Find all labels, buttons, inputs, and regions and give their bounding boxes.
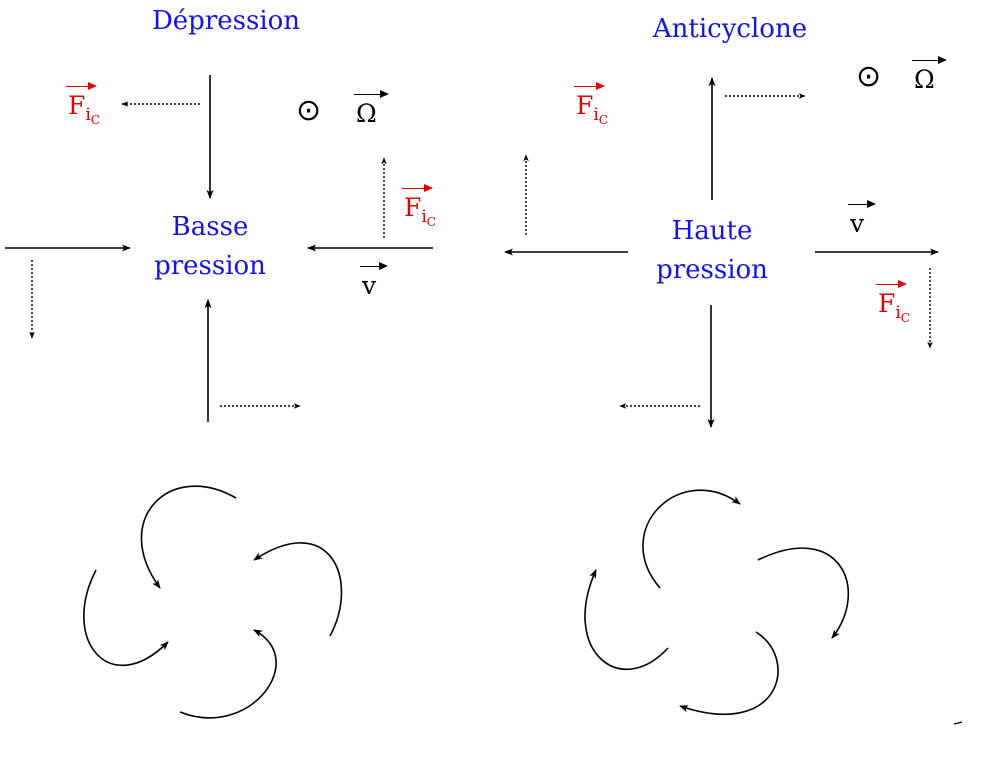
left-swirl-arc-left <box>83 569 169 666</box>
right-force-sub-top: iC <box>593 105 608 127</box>
left-force-sub-top: iC <box>85 105 100 127</box>
left-title: Dépression <box>151 6 301 36</box>
left-force-symbol-top: F <box>65 82 98 120</box>
left-swirl-arc-right <box>253 542 343 637</box>
left-velocity-label: v <box>359 262 389 300</box>
left-omega-symbol: Ω <box>354 90 389 128</box>
left-velocity-symbol: v <box>359 262 389 300</box>
right-omega-label: Ω <box>912 56 947 94</box>
left-force-arrows <box>29 101 387 409</box>
right-swirl-arc-bottom <box>679 631 779 715</box>
right-force-arrows <box>523 93 933 409</box>
right-swirl-arc-left <box>584 569 669 670</box>
right-center-line2: pression <box>656 255 768 285</box>
left-odot-icon: ⊙ <box>296 93 322 128</box>
right-force-symbol-right: F <box>875 280 908 318</box>
right-velocity-symbol: v <box>847 200 877 238</box>
left-velocity-arrows <box>5 75 433 422</box>
right-title: Anticyclone <box>652 14 808 44</box>
right-force-label-top: FiC <box>573 82 608 134</box>
right-odot-icon: ⊙ <box>856 59 882 94</box>
right-swirl-arc-top <box>642 489 741 589</box>
left-force-sub-right: iC <box>421 207 436 229</box>
right-velocity-arrows <box>504 77 939 428</box>
left-force-label-top: FiC <box>65 82 100 134</box>
left-center-line1: Basse <box>171 212 249 242</box>
right-center-line1: Haute <box>671 216 753 246</box>
right-force-sub-right: iC <box>895 303 910 325</box>
left-center-line2: pression <box>154 251 266 281</box>
right-force-symbol-top: F <box>573 82 606 120</box>
right-swirl <box>584 489 849 715</box>
left-force-label-right: FiC <box>401 184 436 236</box>
right-velocity-label: v <box>847 200 877 238</box>
right-omega-symbol: Ω <box>912 56 947 94</box>
right-force-label-right: FiC <box>875 280 910 332</box>
right-swirl-arc-right <box>757 547 849 639</box>
left-swirl <box>83 485 343 719</box>
corner-tick <box>953 721 963 725</box>
left-force-symbol-right: F <box>401 184 434 222</box>
left-swirl-arc-bottom <box>179 629 277 719</box>
left-swirl-arc-top <box>140 485 237 589</box>
left-omega-label: Ω <box>354 90 389 128</box>
